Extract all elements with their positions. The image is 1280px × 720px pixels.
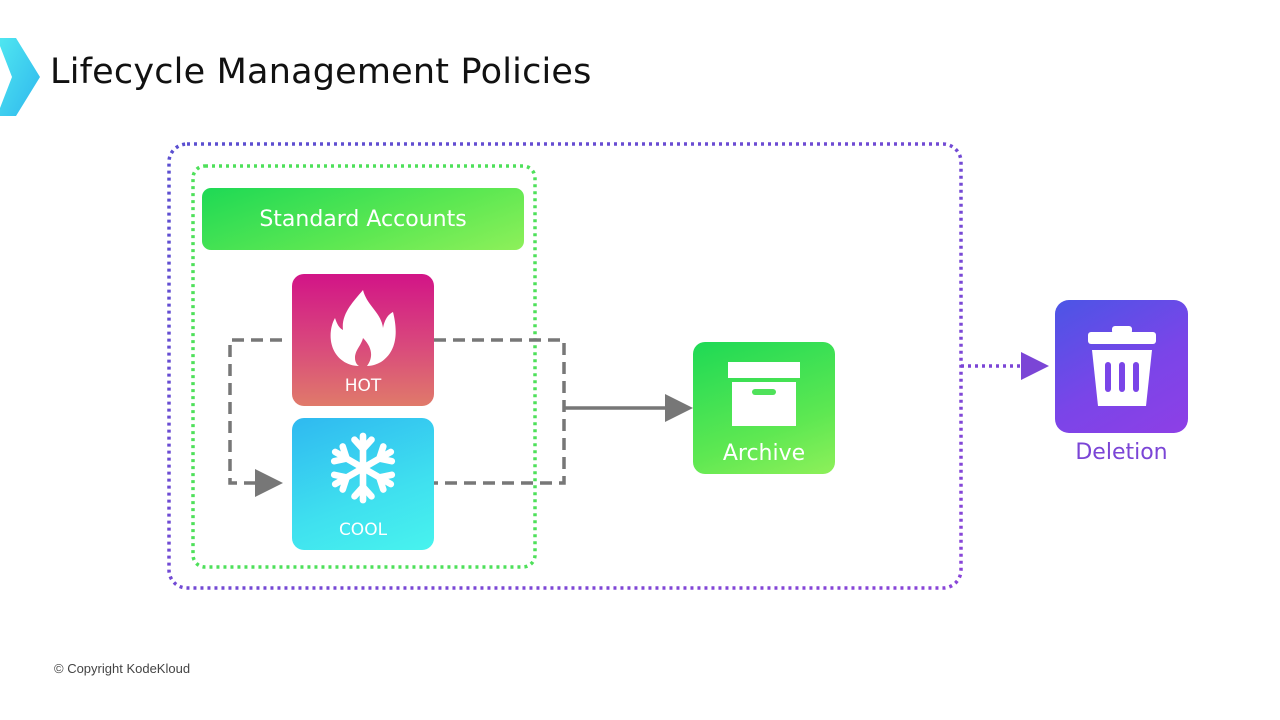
deletion-label: Deletion <box>1075 440 1168 465</box>
chevron-accent-icon <box>0 38 40 116</box>
flame-icon <box>330 290 396 366</box>
archive-tile: Archive <box>693 342 835 474</box>
hot-tier-tile: HOT <box>292 274 434 406</box>
cool-tier-tile: COOL <box>292 418 434 550</box>
standard-accounts-label: Standard Accounts <box>259 206 467 232</box>
deletion-tile <box>1055 300 1188 433</box>
snowflake-icon <box>330 432 396 504</box>
copyright-notice: © Copyright KodeKloud <box>54 661 191 676</box>
archive-box-icon <box>728 362 800 426</box>
page-title: Lifecycle Management Policies <box>50 52 592 92</box>
standard-accounts-group-boundary <box>191 164 537 569</box>
hot-cool-to-archive-bracket <box>434 338 566 485</box>
standard-accounts-header: Standard Accounts <box>202 188 524 250</box>
hot-to-cool-connector <box>228 338 283 497</box>
trash-can-icon <box>1087 326 1156 406</box>
hot-tier-label: HOT <box>344 376 382 396</box>
cool-tier-label: COOL <box>338 520 388 540</box>
archive-label: Archive <box>722 441 806 466</box>
